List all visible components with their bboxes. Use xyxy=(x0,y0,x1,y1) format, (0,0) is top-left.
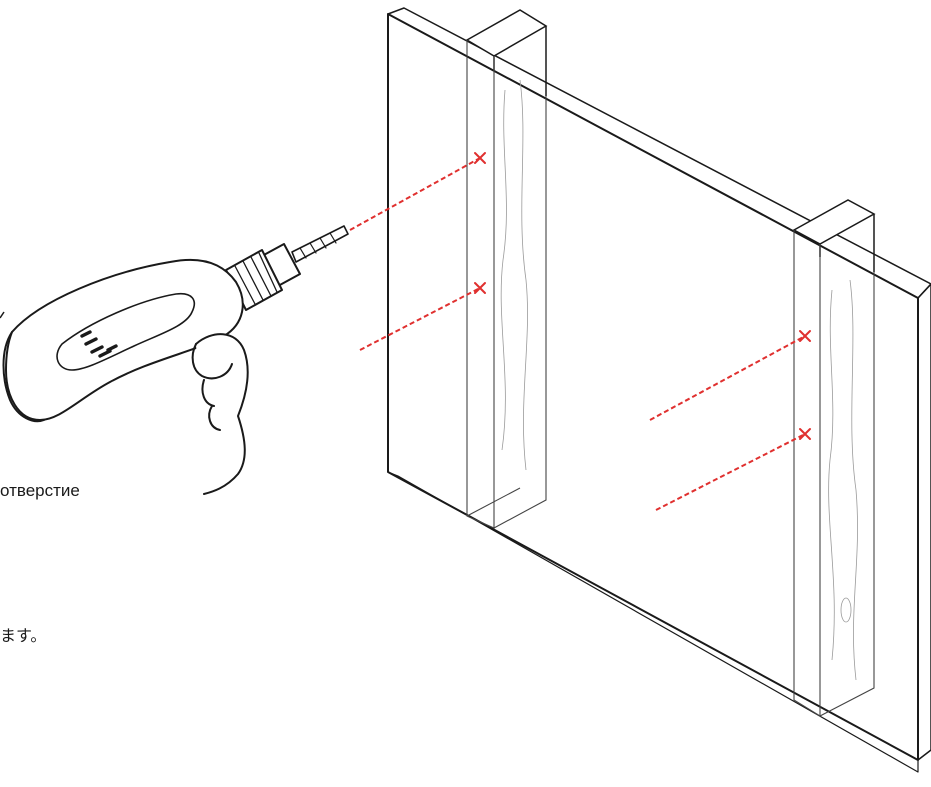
drill-path-1 xyxy=(349,157,481,231)
x-mark-icon xyxy=(799,428,811,440)
caption-fragment-japanese: ます。 xyxy=(0,626,47,645)
drill-path-2 xyxy=(359,287,481,351)
x-mark-icon xyxy=(474,152,486,164)
drill-path-4 xyxy=(655,433,806,511)
power-drill-icon xyxy=(2,225,349,423)
hand-icon xyxy=(191,333,249,495)
x-mark-icon xyxy=(799,330,811,342)
drill-paths xyxy=(349,157,806,511)
drill-path-3 xyxy=(649,335,806,421)
edge-tick xyxy=(0,311,5,319)
wall-panel xyxy=(387,7,931,773)
x-mark-icon xyxy=(474,282,486,294)
wooden-stud-right xyxy=(792,199,876,717)
wooden-stud-left xyxy=(465,9,548,529)
screw-marks xyxy=(474,152,811,440)
caption-fragment-russian: отверстие xyxy=(0,481,80,500)
